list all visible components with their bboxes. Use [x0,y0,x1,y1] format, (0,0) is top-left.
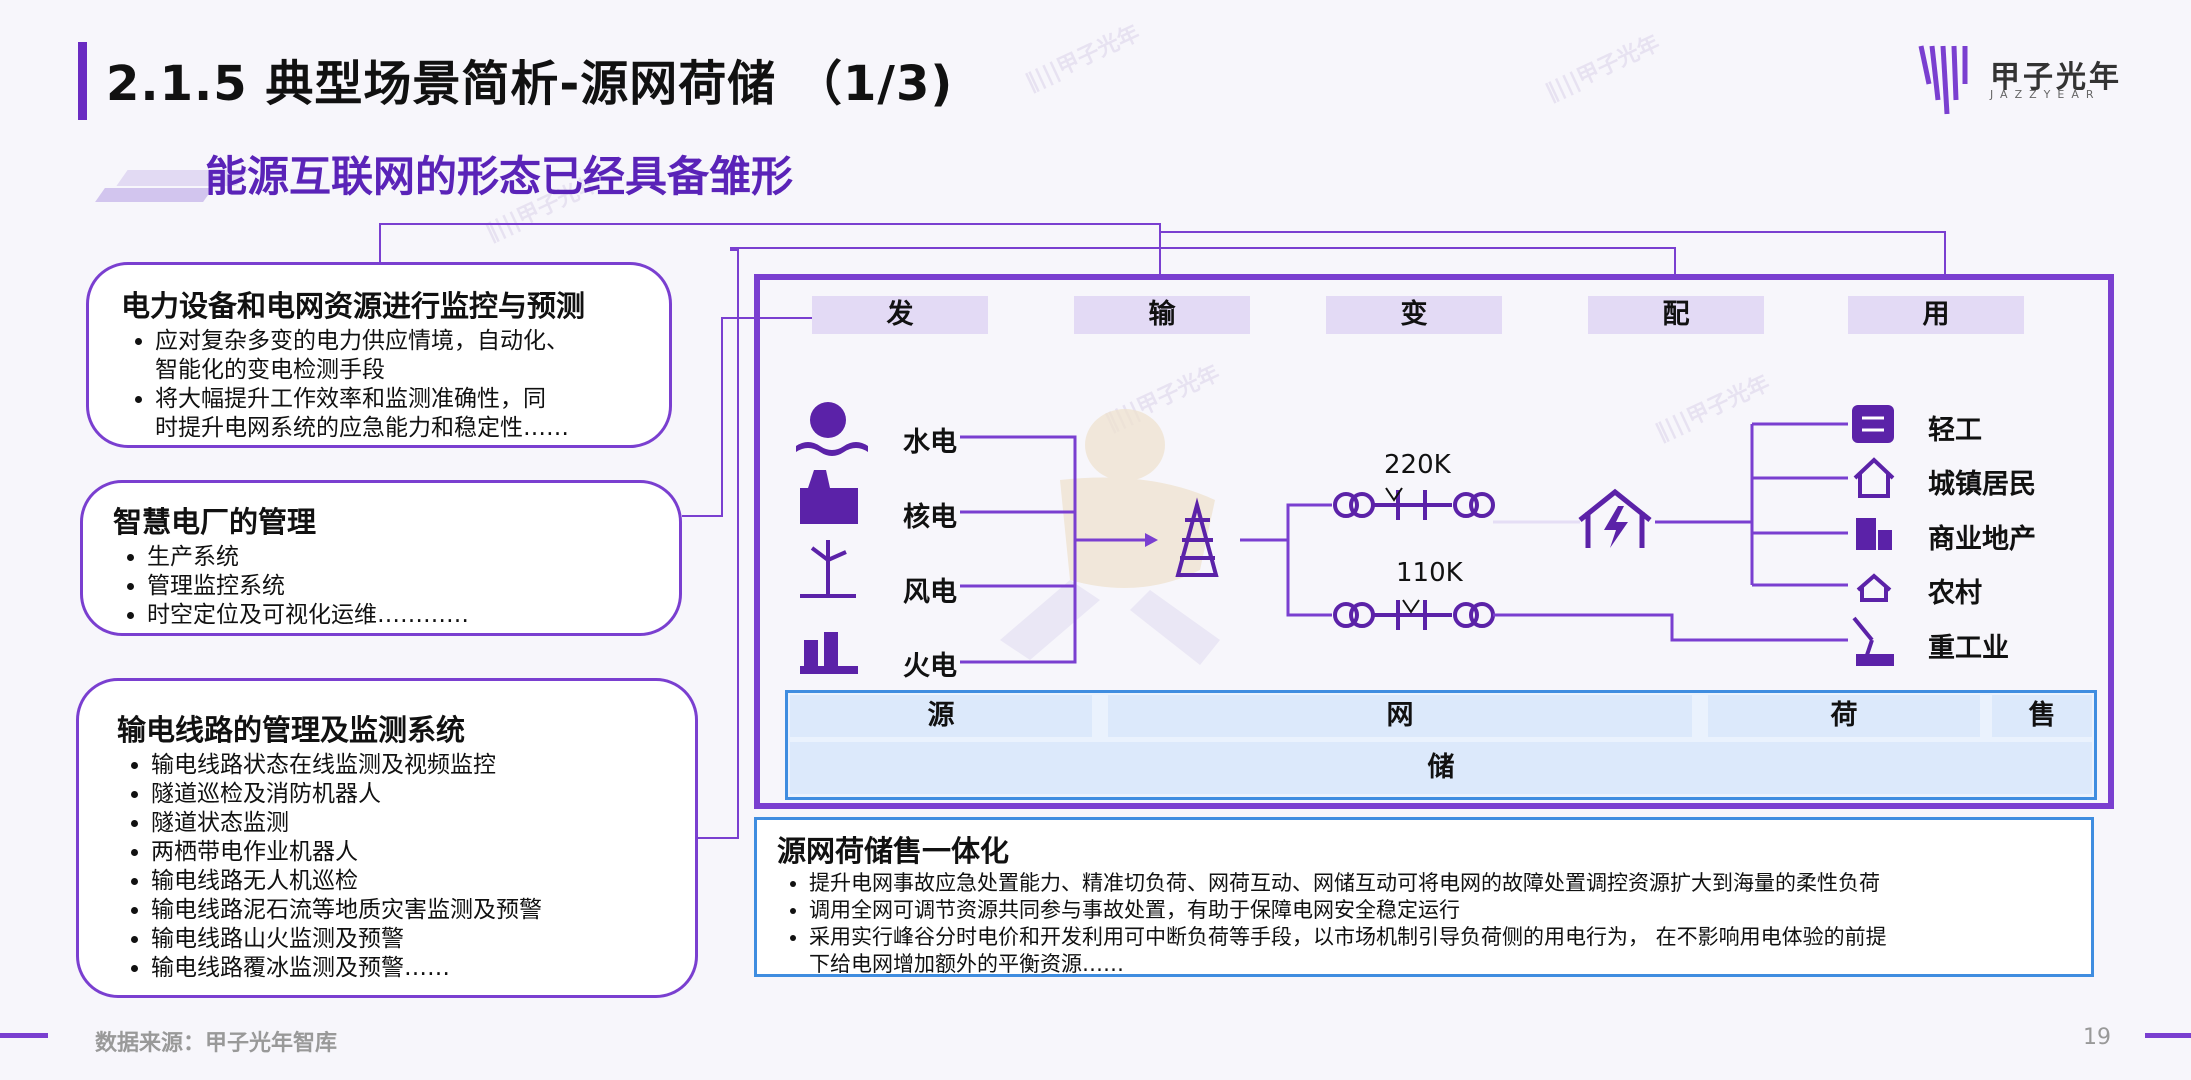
source-hydro: 水电 [903,427,957,458]
segment-storage: 储 [790,742,2092,794]
list-item: 采用实行峰谷分时电价和开发利用可中断负荷等手段，以市场机制引导负荷侧的用电行为，… [809,924,2091,951]
list-item: 下给电网增加额外的平衡资源…… [809,952,1124,976]
segment-load: 荷 [1708,695,1980,737]
list-item: 调用全网可调节资源共同参与事故处置，有助于保障电网安全稳定运行 [809,897,2091,924]
list-item: 智能化的变电检测手段 [155,357,385,383]
power-diagram-frame [754,274,2114,809]
commercial-building-icon [1856,518,1892,550]
list-item: 应对复杂多变的电力供应情境，自动化、 [155,327,669,356]
logo-icon [1918,45,1968,115]
list-item: 隧道巡检及消防机器人 [151,780,695,809]
wind-turbine-icon [800,540,856,598]
card-title: 输电线路的管理及监测系统 [117,713,466,747]
segment-grid: 网 [1108,695,1692,737]
card-smart-plant: 智慧电厂的管理 生产系统 管理监控系统 时空定位及可视化运维………… [80,480,682,636]
integration-title: 源网荷储售一体化 [777,834,1010,868]
source-nuclear: 核电 [903,502,957,533]
data-source: 数据来源：甲子光年智库 [95,1031,338,1056]
card-transmission: 输电线路的管理及监测系统 输电线路状态在线监测及视频监控 隧道巡检及消防机器人 … [76,678,698,998]
list-item: 提升电网事故应急处置能力、精准切负荷、网荷互动、网储互动可将电网的故障处置调控资… [809,870,2091,897]
footer-accent-right [2145,1033,2191,1038]
list-item: 两栖带电作业机器人 [151,838,695,867]
light-industry-icon [1852,405,1894,443]
source-wind: 风电 [903,577,957,608]
transmission-tower-icon [1175,497,1219,577]
logo-text: 甲子光年 [1990,60,2122,95]
list-item: 将大幅提升工作效率和监测准确性，同 [155,385,669,414]
consumer-commercial: 商业地产 [1928,524,2036,555]
nuclear-icon [800,470,858,524]
list-item: 管理监控系统 [147,572,679,601]
consumer-rural: 农村 [1928,578,1982,609]
card-title: 智慧电厂的管理 [113,505,317,539]
rural-house-icon [1856,573,1892,602]
thermal-plant-icon [800,632,858,674]
category-transform: 变 [1326,296,1502,334]
hydro-icon [796,402,868,456]
title-accent-bar [78,42,87,120]
list-item: 输电线路覆冰监测及预警…… [151,954,695,983]
transformer-220-icon [1333,490,1495,520]
list-item: 输电线路山火监测及预警 [151,925,695,954]
consumer-residents: 城镇居民 [1928,469,2036,500]
transformer-110-icon [1333,600,1495,630]
page-title: 2.1.5 典型场景简析-源网荷储 （1/3) [106,56,954,112]
consumer-light-industry: 轻工 [1928,415,1982,446]
card-title: 电力设备和电网资源进行监控与预测 [121,289,586,323]
segment-sales: 售 [1992,695,2092,737]
segment-source: 源 [790,695,1092,737]
page-subtitle: 能源互联网的形态已经具备雏形 [205,152,794,201]
page-number: 19 [2083,1025,2111,1050]
list-item: 隧道状态监测 [151,809,695,838]
list-item: 输电线路状态在线监测及视频监控 [151,751,695,780]
card-monitoring: 电力设备和电网资源进行监控与预测 应对复杂多变的电力供应情境，自动化、 智能化的… [86,262,672,448]
consumer-heavy-industry: 重工业 [1928,633,2009,664]
category-use: 用 [1848,296,2024,334]
heavy-industry-icon [1852,616,1894,666]
footer-accent-left [0,1033,48,1038]
voltage-110: 110K [1396,558,1463,588]
distribution-house-icon [1578,488,1652,548]
category-generate: 发 [812,296,988,334]
residence-icon [1853,457,1895,498]
category-distribute: 配 [1588,296,1764,334]
list-item: 输电线路泥石流等地质灾害监测及预警 [151,896,695,925]
integration-box: 源网荷储售一体化 提升电网事故应急处置能力、精准切负荷、网荷互动、网储互动可将电… [754,817,2094,977]
list-item: 输电线路无人机巡检 [151,867,695,896]
list-item: 生产系统 [147,543,679,572]
list-item: 时空定位及可视化运维………… [147,601,679,630]
voltage-220: 220K [1384,450,1451,480]
source-thermal: 火电 [903,651,957,682]
logo-subtext: JAZZYEAR [1990,88,2101,101]
category-transmit: 输 [1074,296,1250,334]
list-item: 时提升电网系统的应急能力和稳定性…… [155,415,569,441]
